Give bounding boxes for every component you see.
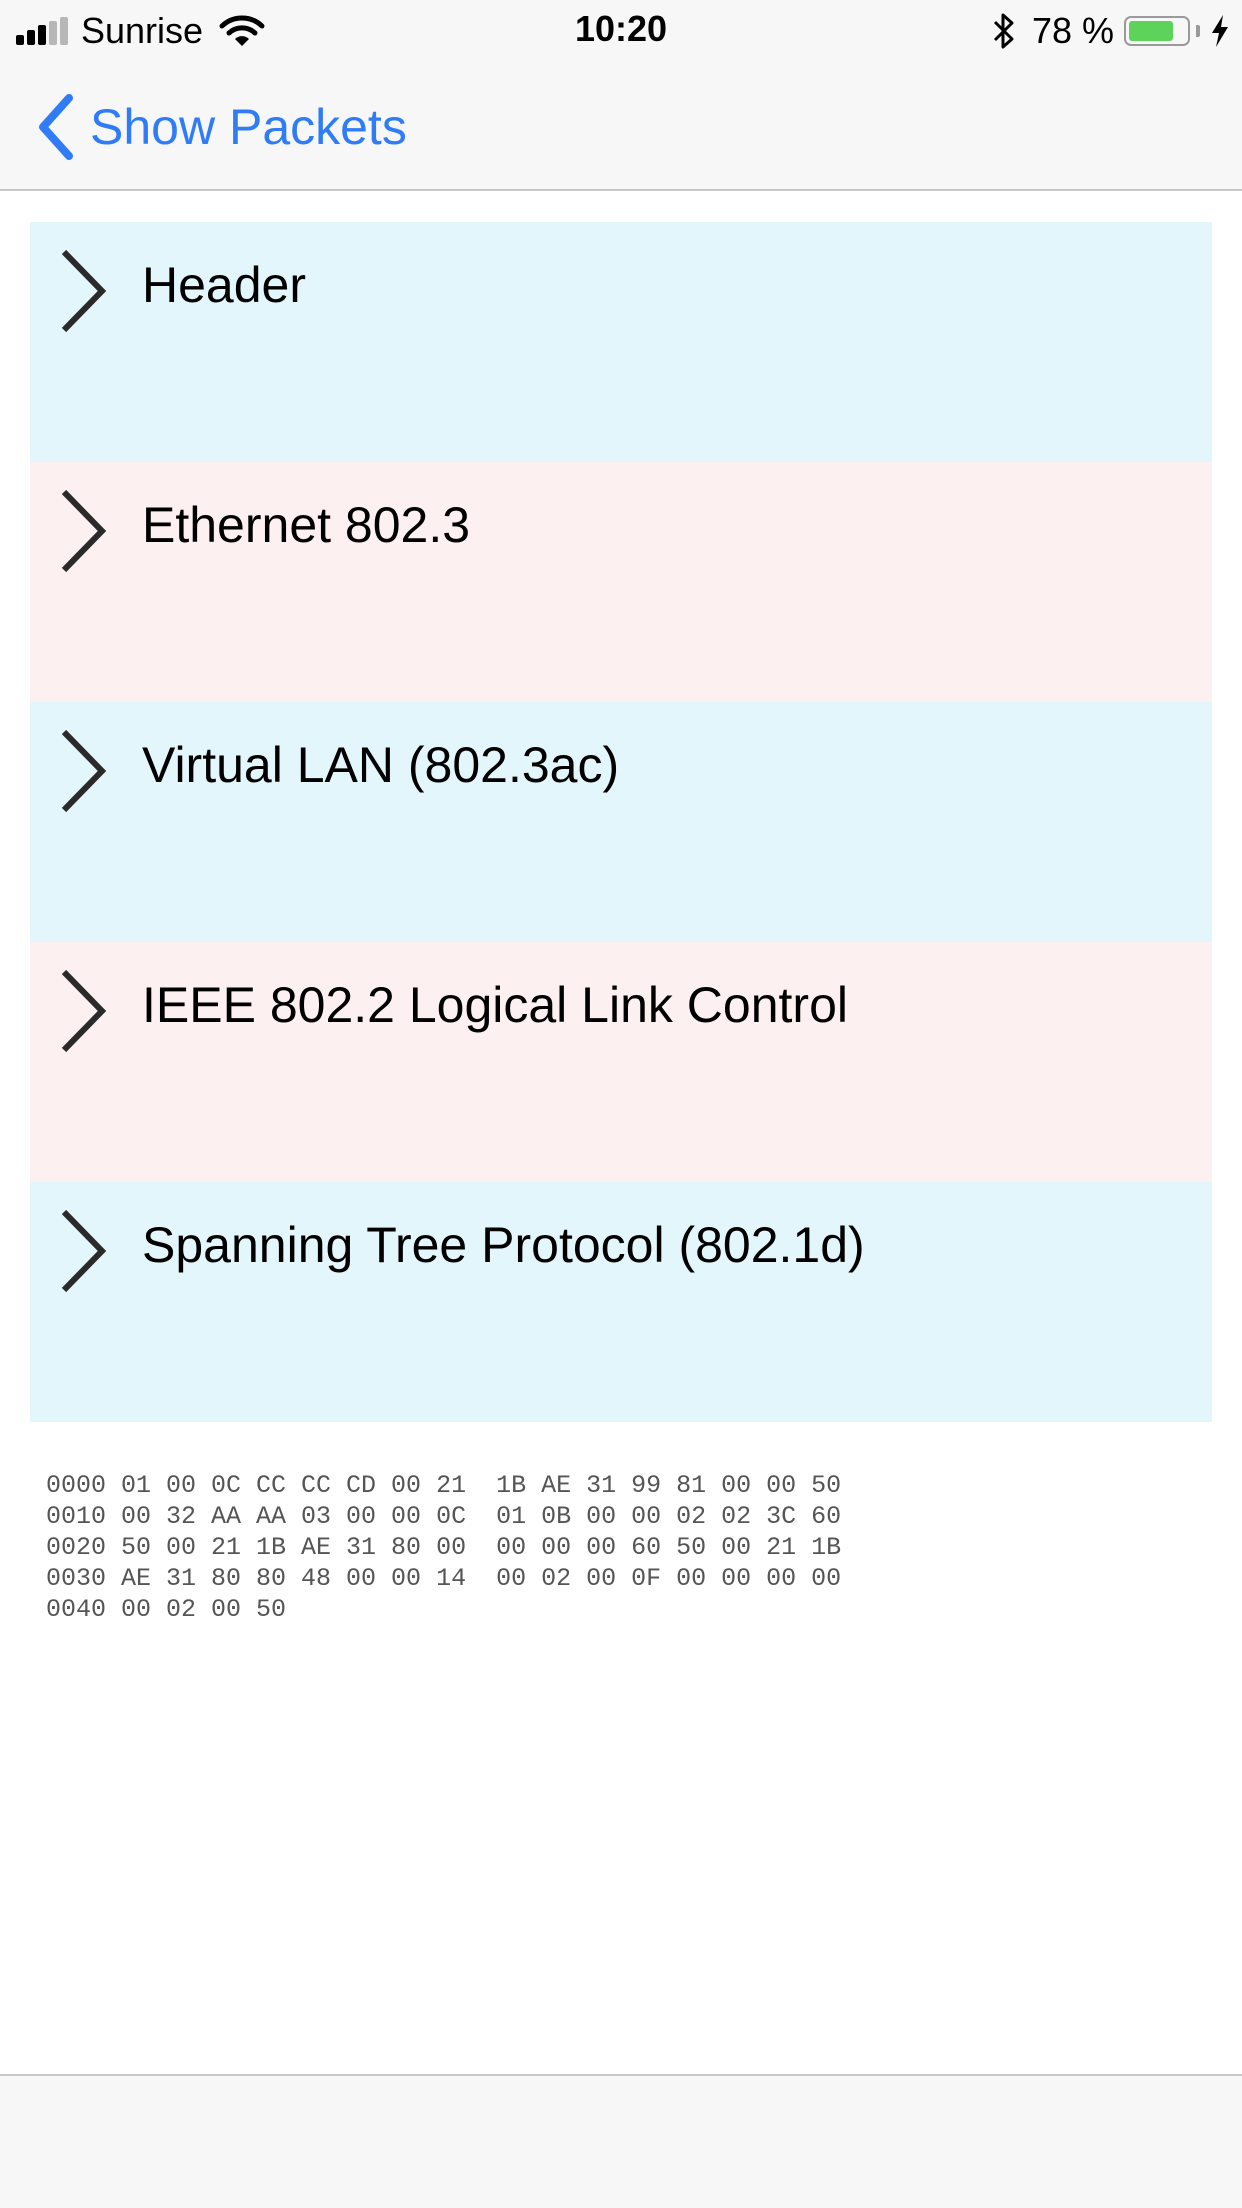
battery-icon [1124, 16, 1190, 46]
chevron-right-icon [61, 489, 107, 573]
protocol-section-row[interactable]: Spanning Tree Protocol (802.1d) [30, 1182, 1212, 1422]
hex-dump-line: 0030 AE 31 80 80 48 00 00 14 00 02 00 0F… [46, 1564, 842, 1593]
protocol-section-row[interactable]: Virtual LAN (802.3ac) [30, 702, 1212, 942]
signal-icon [16, 17, 71, 45]
signal-bar [27, 30, 35, 45]
protocol-section-title: Virtual LAN (802.3ac) [142, 737, 620, 793]
chevron-left-icon [39, 94, 73, 160]
protocol-section-title: Ethernet 802.3 [142, 497, 471, 553]
protocol-section-row[interactable]: IEEE 802.2 Logical Link Control [30, 942, 1212, 1182]
protocol-section-title: Header [142, 257, 306, 313]
battery-nub [1196, 25, 1200, 37]
chevron-right-icon [61, 729, 107, 813]
battery-percent: 78 % [1031, 10, 1114, 51]
bluetooth-icon [993, 13, 1014, 49]
hex-dump-line: 0020 50 00 21 1B AE 31 80 00 00 00 00 60… [46, 1533, 842, 1562]
status-right: 78 % [990, 8, 1230, 54]
wifi-icon [219, 15, 265, 46]
hex-dump-line: 0000 01 00 0C CC CC CD 00 21 1B AE 31 99… [46, 1471, 842, 1500]
protocol-section-title: Spanning Tree Protocol (802.1d) [142, 1217, 865, 1273]
hex-dump-line: 0040 00 02 00 50 [46, 1595, 287, 1624]
back-button[interactable]: Show Packets [36, 92, 407, 162]
back-button-label: Show Packets [90, 99, 407, 155]
bottom-toolbar [0, 2074, 1242, 2208]
carrier-name: Sunrise [81, 10, 204, 51]
navigation-bar: Show Packets [0, 62, 1242, 191]
protocol-section-row[interactable]: Header [30, 222, 1212, 462]
chevron-right-icon [61, 249, 107, 333]
charging-bolt-icon [1212, 15, 1228, 47]
battery-level-fill [1129, 21, 1173, 41]
signal-bar [16, 35, 24, 45]
protocol-section-row[interactable]: Ethernet 802.3 [30, 462, 1212, 702]
signal-bar [49, 21, 57, 45]
hex-dump-line: 0010 00 32 AA AA 03 00 00 0C 01 0B 00 00… [46, 1502, 842, 1531]
chevron-right-icon [61, 1209, 107, 1293]
status-left: Sunrise [16, 8, 265, 54]
status-bar: Sunrise 10:20 78 % [0, 0, 1242, 62]
signal-bar [60, 17, 68, 45]
hex-dump: 0000 01 00 0C CC CC CD 00 21 1B AE 31 99… [46, 1470, 841, 1625]
chevron-right-icon [61, 969, 107, 1053]
signal-bar [38, 25, 46, 45]
protocol-section-title: IEEE 802.2 Logical Link Control [142, 977, 848, 1033]
status-time: 10:20 [574, 8, 668, 49]
